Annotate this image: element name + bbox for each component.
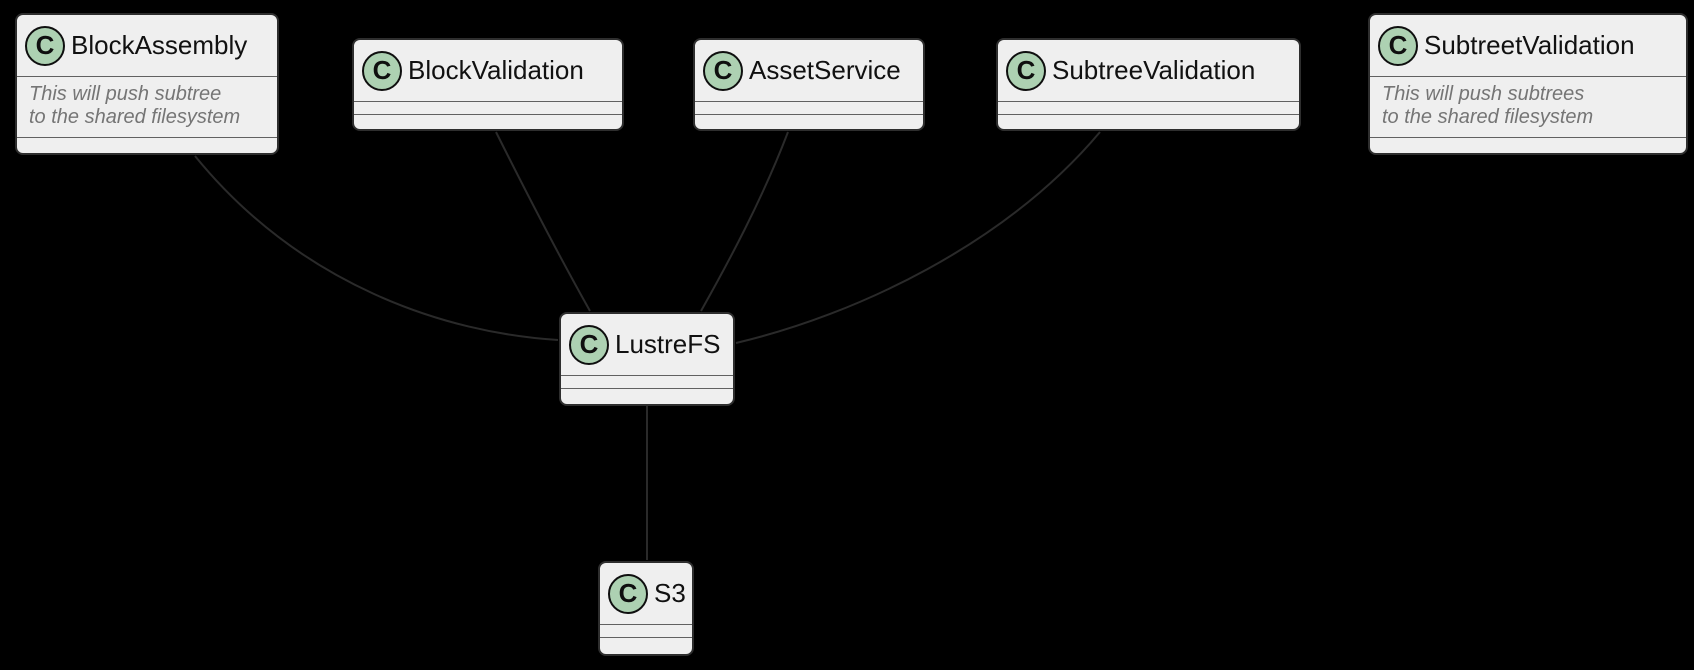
class-name: SubtreetValidation xyxy=(1424,30,1635,60)
class-node-subtreevalidation: C SubtreeValidation xyxy=(996,38,1301,131)
class-attributes-section xyxy=(561,376,733,389)
class-header: C S3 xyxy=(600,563,692,625)
class-methods-section xyxy=(600,638,692,654)
edge-assetservice-lustrefs xyxy=(700,131,789,312)
class-attributes-section xyxy=(998,102,1299,115)
class-methods-section xyxy=(561,389,733,404)
class-note: This will push subtree to the shared fil… xyxy=(17,77,277,138)
class-name: SubtreeValidation xyxy=(1052,55,1256,85)
class-header: C LustreFS xyxy=(561,314,733,376)
class-header: C BlockValidation xyxy=(354,40,622,102)
class-methods-section xyxy=(17,138,277,153)
class-node-s3: C S3 xyxy=(598,561,694,656)
class-node-blockvalidation: C BlockValidation xyxy=(352,38,624,131)
class-name: AssetService xyxy=(749,55,901,85)
class-attributes-section xyxy=(695,102,923,115)
class-attributes-section xyxy=(354,102,622,115)
class-header: C SubtreetValidation xyxy=(1370,15,1686,77)
class-note: This will push subtrees to the shared fi… xyxy=(1370,77,1686,138)
class-note-line: This will push subtrees xyxy=(1382,83,1585,105)
class-node-subtreetvalidation: C SubtreetValidation This will push subt… xyxy=(1368,13,1688,155)
class-badge-icon: C xyxy=(25,25,65,66)
class-node-lustrefs: C LustreFS xyxy=(559,312,735,406)
class-methods-section xyxy=(354,115,622,129)
class-note-line: to the shared filesystem xyxy=(1382,106,1594,128)
class-name: BlockAssembly xyxy=(71,30,248,60)
class-note-line: to the shared filesystem xyxy=(29,106,241,128)
class-methods-section xyxy=(695,115,923,129)
class-badge-icon: C xyxy=(1378,25,1418,66)
class-header: C SubtreeValidation xyxy=(998,40,1299,102)
class-node-assetservice: C AssetService xyxy=(693,38,925,131)
class-name: LustreFS xyxy=(615,329,721,359)
class-methods-section xyxy=(998,115,1299,129)
class-header: C AssetService xyxy=(695,40,923,102)
class-badge-icon: C xyxy=(569,324,609,365)
class-badge-icon: C xyxy=(608,573,648,614)
class-badge-icon: C xyxy=(362,50,402,91)
class-badge-icon: C xyxy=(703,50,743,91)
class-note-line: This will push subtree xyxy=(29,83,222,105)
class-methods-section xyxy=(1370,138,1686,153)
class-name: S3 xyxy=(654,578,686,608)
class-badge-icon: C xyxy=(1006,50,1046,91)
class-name: BlockValidation xyxy=(408,55,584,85)
edge-blockassembly-lustrefs xyxy=(194,155,559,341)
class-header: C BlockAssembly xyxy=(17,15,277,77)
edge-subtreevalidation-lustrefs xyxy=(735,131,1101,344)
class-attributes-section xyxy=(600,625,692,638)
edge-blockvalidation-lustrefs xyxy=(495,131,591,312)
class-node-blockassembly: C BlockAssembly This will push subtree t… xyxy=(15,13,279,155)
